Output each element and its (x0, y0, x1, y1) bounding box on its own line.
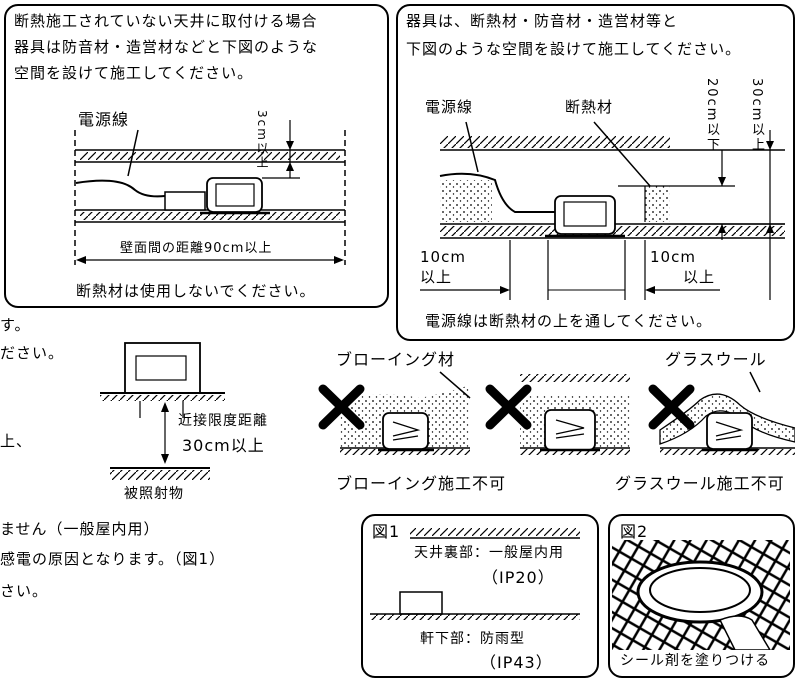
panel-right-line-1: 器具は、断熱材・防音材・造営材等と (406, 12, 679, 30)
label-power-cable-left: 電源線 (78, 110, 130, 129)
panel-right-line-2: 下図のような空間を設けて施工してください。 (406, 40, 742, 58)
panel-left-line-3: 空間を設けて施工してください。 (14, 64, 254, 82)
figure-2-title: 図2 (620, 522, 649, 541)
label-10cm-right: 10cm (650, 248, 696, 266)
fragment-line-2: ださい。 (0, 344, 65, 362)
blowing-material-label: ブローイング材 (336, 350, 456, 369)
label-wall-distance: 壁面間の距離90cm以上 (120, 241, 273, 256)
label-insulation: 断熱材 (565, 98, 614, 116)
figure-1-title: 図1 (372, 522, 401, 541)
proximity-value: 30cm以上 (182, 436, 265, 455)
fragment-line-3: 上、 (0, 432, 33, 450)
fragment-line-4: ません（一般屋内用） (0, 520, 160, 538)
ceiling-with-insulation-panel (396, 4, 795, 341)
label-10cm-right-sub: 以上 (683, 268, 716, 286)
blowing-not-allowed-label: ブローイング施工不可 (336, 474, 507, 493)
label-power-cable-right: 電源線 (425, 98, 474, 116)
proximity-target: 被照射物 (124, 486, 184, 502)
figure-2-caption: シール剤を塗りつける (620, 653, 771, 669)
fig1-lower-code: （IP43） (480, 653, 553, 672)
fragment-line-6: さい。 (0, 582, 49, 600)
glasswool-not-allowed-label: グラスウール施工不可 (615, 474, 785, 493)
panel-left-line-2: 器具は防音材・造営材などと下図のような (14, 38, 319, 56)
label-10cm-left: 10cm (420, 248, 466, 266)
label-20cm-max: 20cm以下 (704, 78, 719, 153)
glasswool-label: グラスウール (665, 350, 767, 369)
fragment-line-1: す。 (0, 316, 31, 334)
label-30cm-min: 30cm以上 (749, 78, 764, 153)
note-no-insulation: 断熱材は使用しないでください。 (76, 282, 316, 300)
note-cable-over-insulation: 電源線は断熱材の上を通してください。 (425, 312, 713, 330)
panel-left-line-1: 断熱施工されていない天井に取付ける場合 (14, 12, 318, 30)
proximity-title: 近接限度距離 (178, 413, 268, 429)
fragment-line-5: 感電の原因となります。（図1） (0, 550, 226, 568)
fig1-lower-label: 軒下部：防雨型 (420, 631, 525, 647)
label-10cm-left-sub: 以上 (420, 268, 453, 286)
fig1-upper-code: （IP20） (482, 568, 555, 587)
fig1-upper-label: 天井裏部：一般屋内用 (414, 545, 564, 561)
